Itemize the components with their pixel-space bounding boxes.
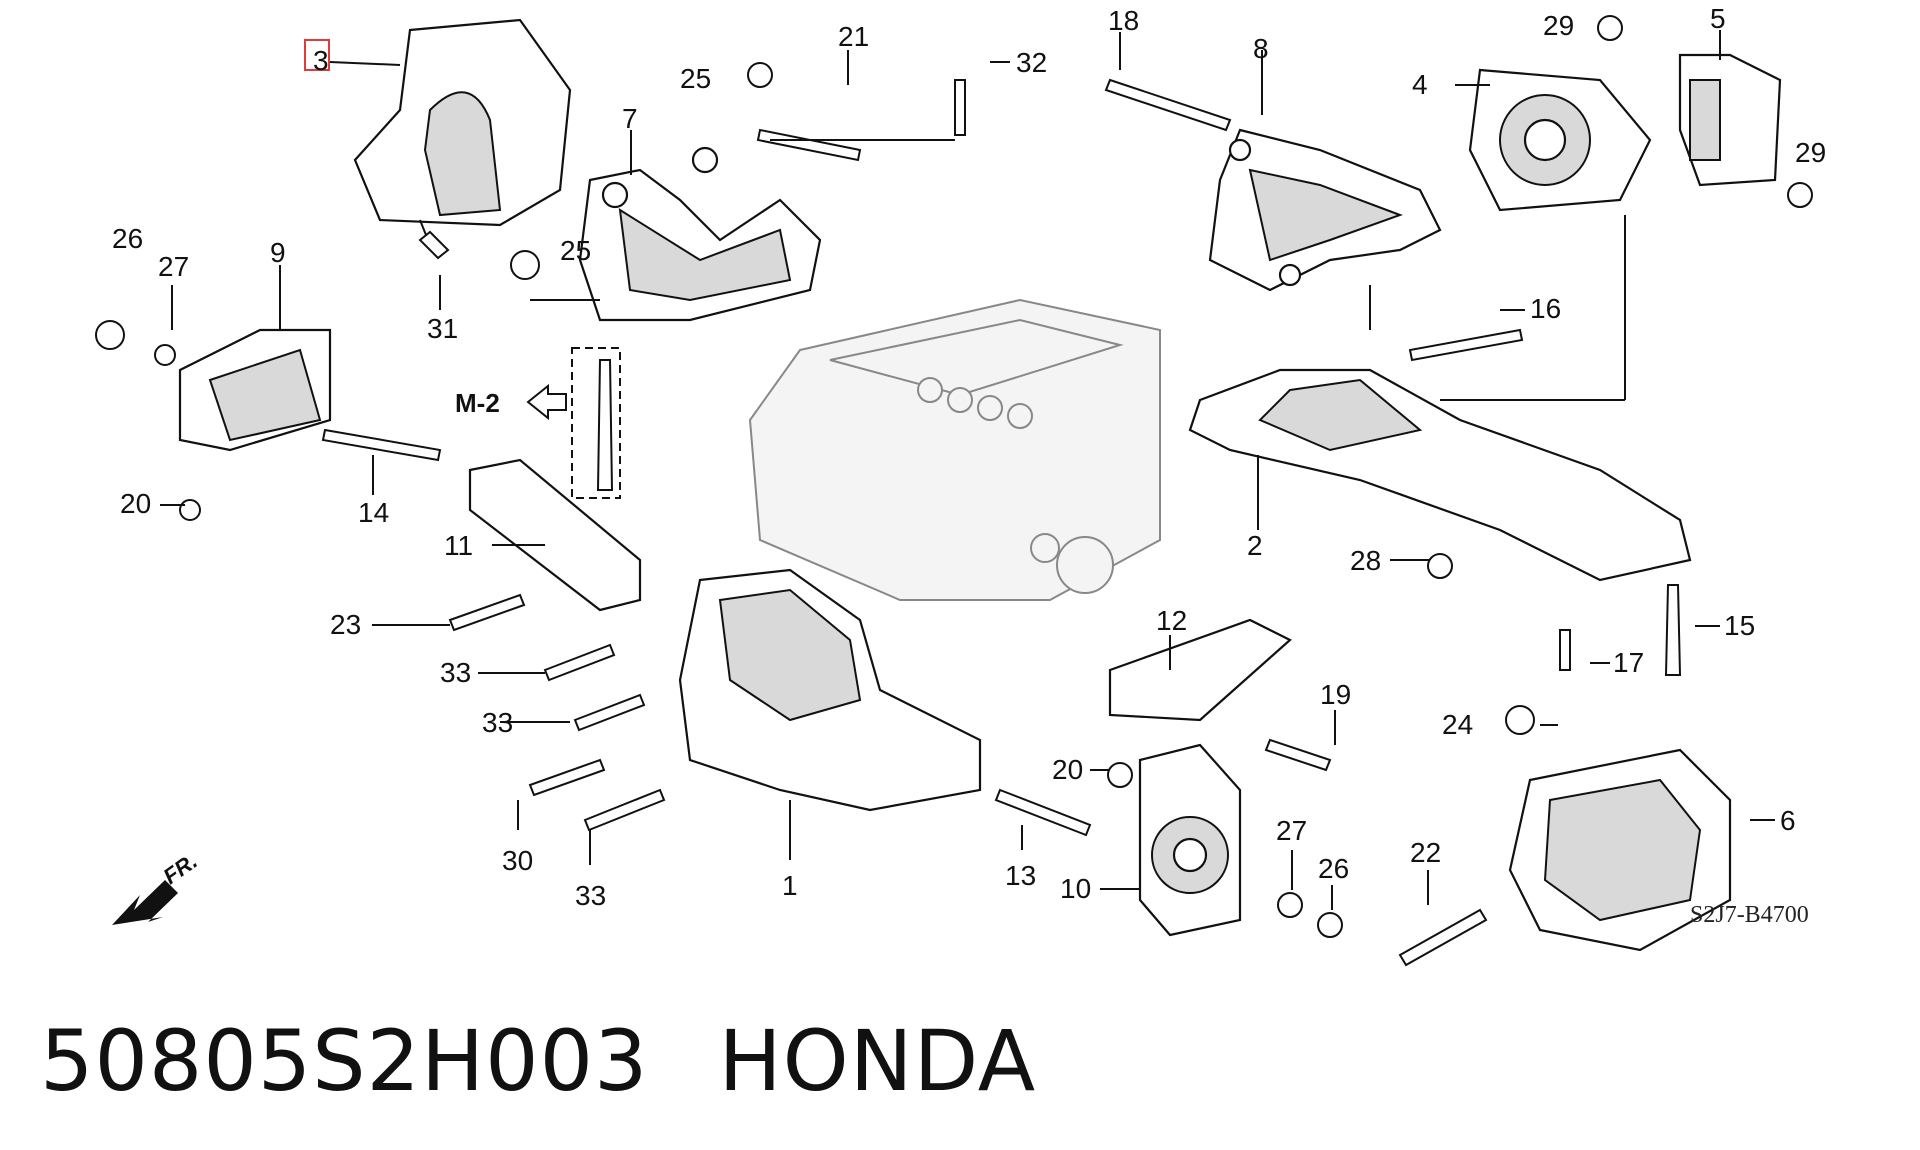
callout-13[interactable]: 13 <box>1005 860 1036 891</box>
callout-1[interactable]: 1 <box>782 870 798 901</box>
part-5-bracket[interactable] <box>1678 53 1782 187</box>
callout-11[interactable]: 11 <box>444 530 473 561</box>
part-11-stay[interactable] <box>468 458 642 612</box>
part-9-mount[interactable] <box>178 328 332 452</box>
m2-label: M-2 <box>455 388 500 418</box>
callout-26-right[interactable]: 26 <box>1318 853 1349 884</box>
callout-28[interactable]: 28 <box>1350 545 1381 576</box>
callout-26-left[interactable]: 26 <box>112 223 143 254</box>
part-2-subframe[interactable] <box>1188 368 1692 582</box>
callout-5[interactable]: 5 <box>1710 3 1726 34</box>
callout-27-right[interactable]: 27 <box>1276 815 1307 846</box>
part-3-mount[interactable] <box>304 18 572 260</box>
callout-29-top[interactable]: 29 <box>1543 10 1574 41</box>
callout-25[interactable]: 25 <box>680 63 711 94</box>
callout-12[interactable]: 12 <box>1156 605 1187 636</box>
part-7-bracket[interactable] <box>578 146 822 322</box>
callout-23[interactable]: 23 <box>330 609 361 640</box>
callout-24[interactable]: 24 <box>1442 709 1473 740</box>
callout-15[interactable]: 15 <box>1724 610 1755 641</box>
part-8-bracket[interactable] <box>1208 128 1442 292</box>
callout-7[interactable]: 7 <box>622 103 638 134</box>
part-6-mount[interactable] <box>1508 748 1732 952</box>
callout-3[interactable]: 3 <box>313 45 329 76</box>
leader-lines <box>160 30 1775 910</box>
callout-18[interactable]: 18 <box>1108 5 1139 36</box>
part-footer: 50805S2H003 HONDA <box>40 1012 1106 1110</box>
part-1-bracket[interactable] <box>678 568 982 812</box>
callout-20-left[interactable]: 20 <box>120 488 151 519</box>
part-4-mount[interactable] <box>1468 68 1652 212</box>
callout-33-a[interactable]: 33 <box>440 657 471 688</box>
callout-2[interactable]: 2 <box>1247 530 1263 561</box>
callout-8[interactable]: 8 <box>1253 33 1269 64</box>
callout-10[interactable]: 10 <box>1060 873 1091 904</box>
callout-32[interactable]: 32 <box>1016 47 1047 78</box>
callout-22[interactable]: 22 <box>1410 837 1441 868</box>
brand-name: HONDA <box>718 1012 1037 1110</box>
engine-block-illustration <box>748 298 1161 601</box>
callout-29-right[interactable]: 29 <box>1795 137 1826 168</box>
callout-17[interactable]: 17 <box>1613 647 1644 678</box>
callout-9[interactable]: 9 <box>270 237 286 268</box>
callout-30[interactable]: 30 <box>502 845 533 876</box>
callout-6[interactable]: 6 <box>1780 805 1796 836</box>
callout-25-mid[interactable]: 25 <box>560 235 591 266</box>
callout-21[interactable]: 21 <box>838 21 869 52</box>
part-10-mount[interactable] <box>1138 743 1242 937</box>
callout-4[interactable]: 4 <box>1412 69 1428 100</box>
callout-16[interactable]: 16 <box>1530 293 1561 324</box>
callout-33-b[interactable]: 33 <box>482 707 513 738</box>
callout-labels: 3 25 21 32 18 8 29 5 4 29 7 26 27 9 31 2… <box>112 3 1826 911</box>
m2-reference: M-2 <box>455 347 621 499</box>
part-number: 50805S2H003 <box>40 1012 649 1110</box>
callout-14[interactable]: 14 <box>358 497 389 528</box>
part-12-plate[interactable] <box>1108 618 1292 722</box>
front-direction-arrow: FR. <box>112 848 202 925</box>
callout-20-mid[interactable]: 20 <box>1052 754 1083 785</box>
callout-27-left[interactable]: 27 <box>158 251 189 282</box>
callout-31[interactable]: 31 <box>427 313 458 344</box>
diagram-code: S2J7-B4700 <box>1690 902 1809 928</box>
bolts-and-fasteners <box>95 15 1813 967</box>
callout-33-c[interactable]: 33 <box>575 880 606 911</box>
callout-19[interactable]: 19 <box>1320 679 1351 710</box>
